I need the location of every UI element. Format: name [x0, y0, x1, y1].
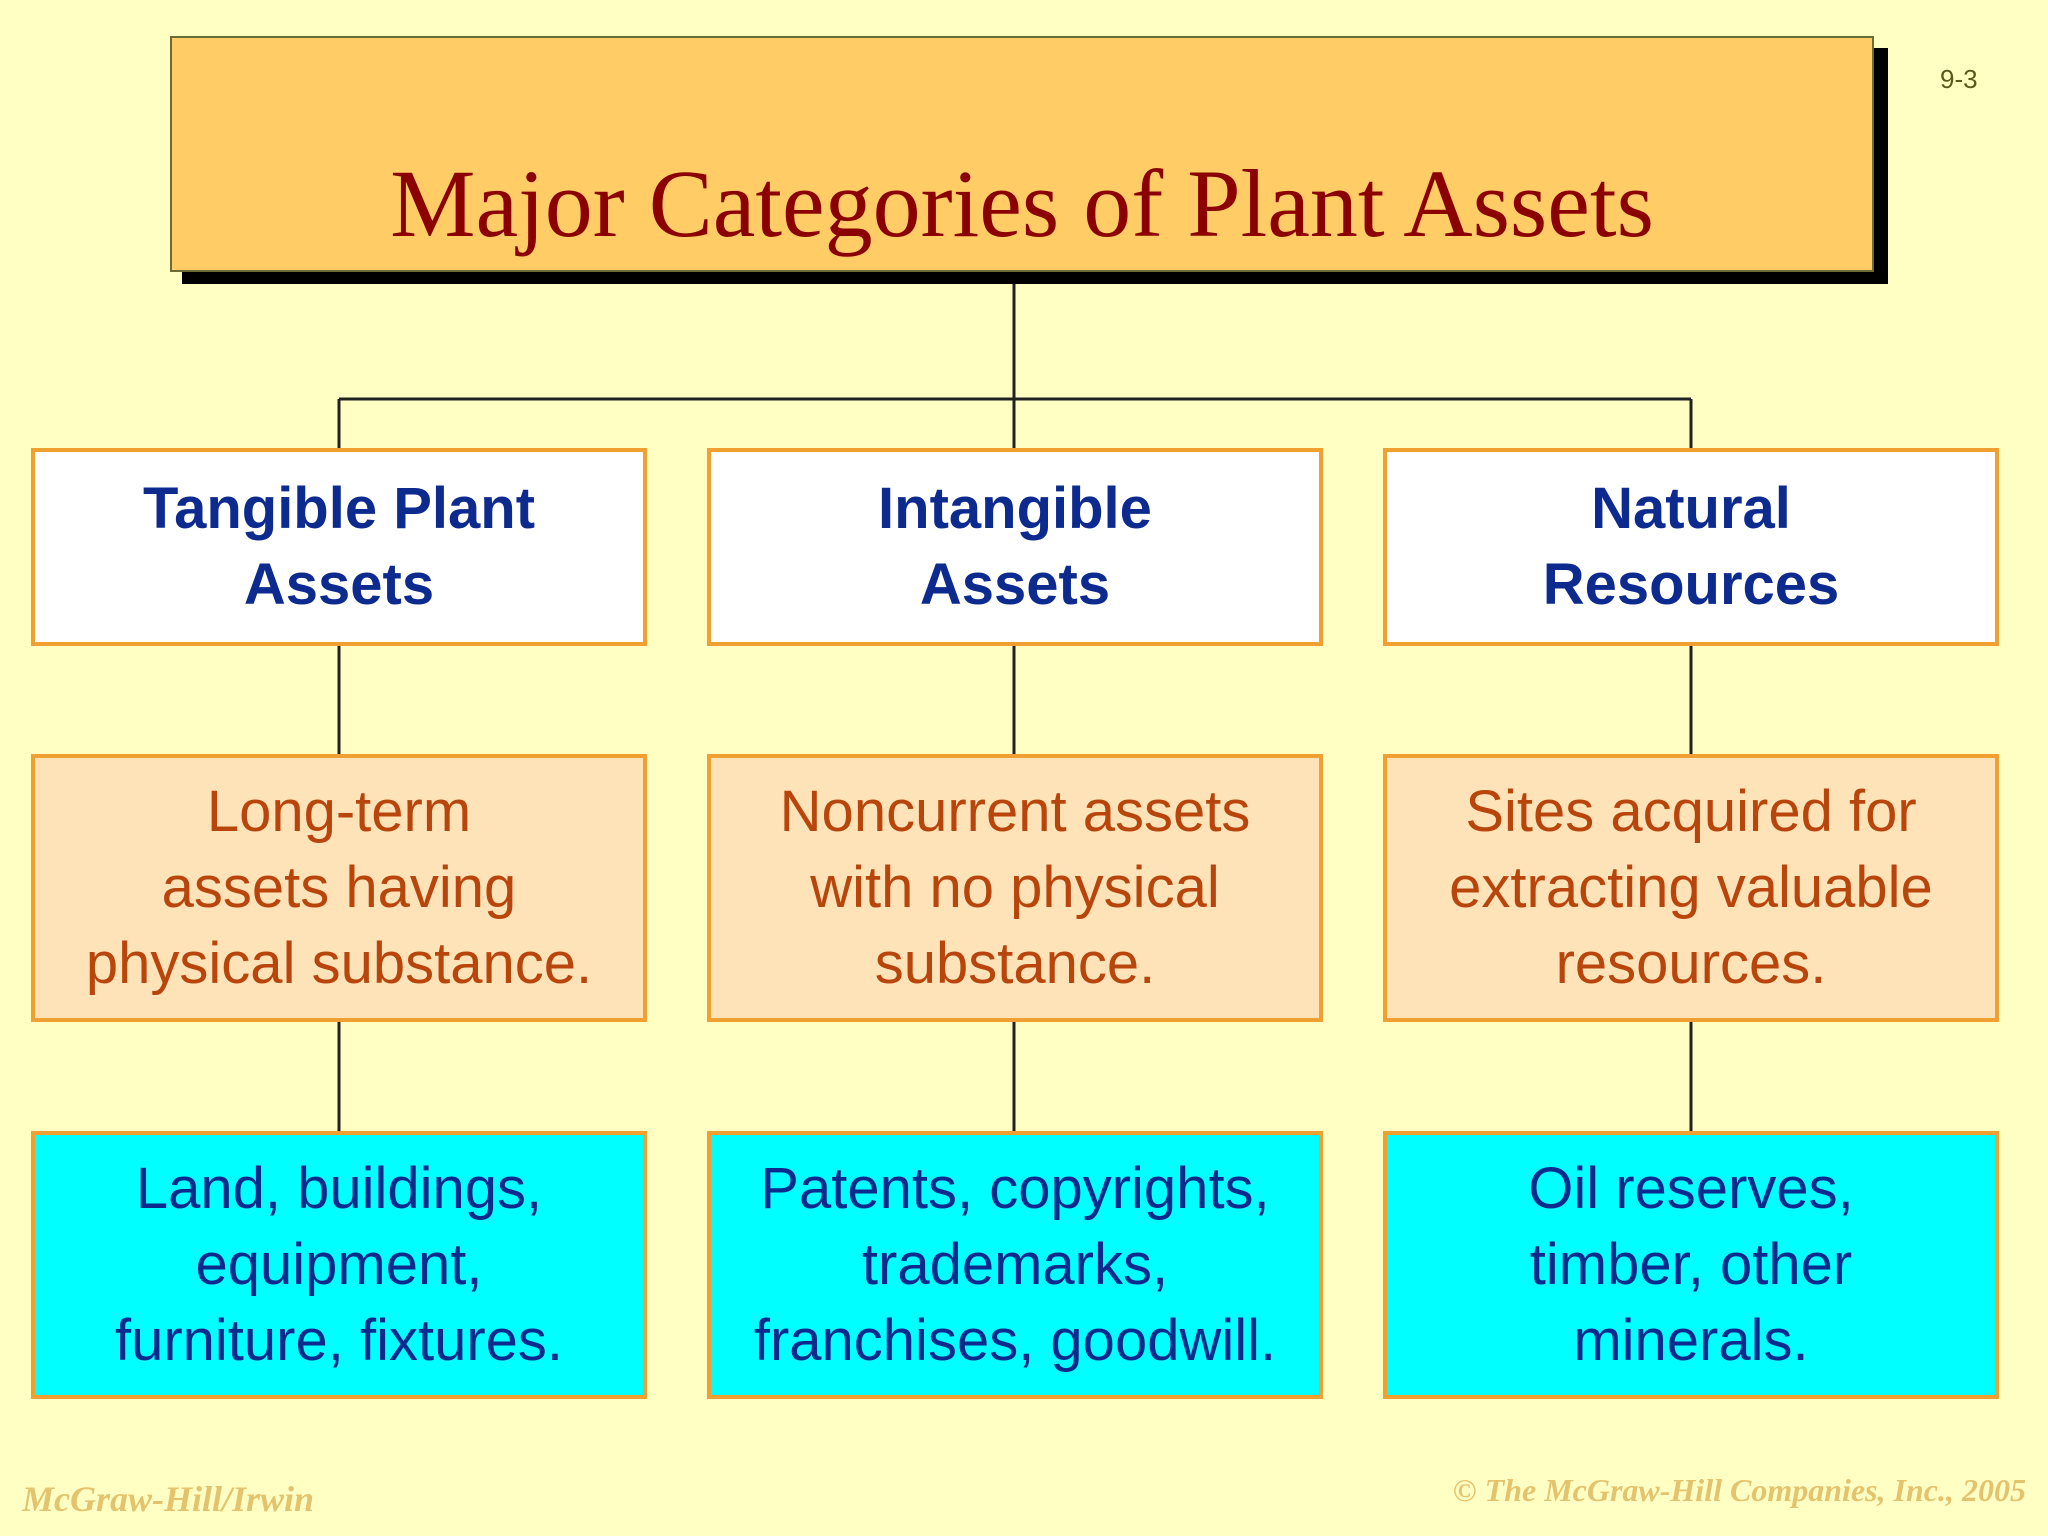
description-line: extracting valuable [1449, 855, 1933, 920]
example-line: Patents, copyrights, [760, 1156, 1270, 1221]
page-title: Major Categories of Plant Assets [390, 150, 1654, 257]
description-line: Sites acquired for [1465, 779, 1917, 844]
category-box-intangible: Intangible Assets [707, 448, 1323, 646]
description-line: Noncurrent assets [779, 779, 1251, 844]
description-box-natural: Sites acquired for extracting valuable r… [1383, 754, 1999, 1022]
category-box-tangible: Tangible Plant Assets [31, 448, 647, 646]
examples-box-intangible: Patents, copyrights, trademarks, franchi… [707, 1131, 1323, 1399]
footer-publisher: McGraw-Hill/Irwin [22, 1479, 315, 1519]
description-line: assets having [161, 855, 517, 920]
example-line: Oil reserves, [1528, 1156, 1854, 1221]
description-line: physical substance. [85, 931, 593, 996]
category-line: Tangible Plant [142, 476, 536, 541]
examples-box-natural: Oil reserves, timber, other minerals. [1383, 1131, 1999, 1399]
example-line: minerals. [1573, 1308, 1809, 1373]
description-line: Long-term [206, 779, 472, 844]
description-box-tangible: Long-term assets having physical substan… [31, 754, 647, 1022]
category-line: Natural [1591, 476, 1791, 541]
description-box-intangible: Noncurrent assets with no physical subst… [707, 754, 1323, 1022]
category-line: Intangible [878, 476, 1152, 541]
slide-number: 9-3 [1940, 64, 1978, 94]
example-line: timber, other [1529, 1232, 1853, 1297]
description-line: with no physical [810, 855, 1220, 920]
category-line: Assets [243, 552, 435, 617]
example-line: trademarks, [861, 1232, 1169, 1297]
examples-box-tangible: Land, buildings, equipment, furniture, f… [31, 1131, 647, 1399]
example-line: franchises, goodwill. [753, 1308, 1277, 1373]
example-line: Land, buildings, [135, 1156, 543, 1221]
example-line: furniture, fixtures. [114, 1308, 564, 1373]
title-box: Major Categories of Plant Assets [170, 36, 1874, 272]
description-line: resources. [1555, 931, 1827, 996]
category-line: Assets [919, 552, 1111, 617]
category-box-natural: Natural Resources [1383, 448, 1999, 646]
description-line: substance. [874, 931, 1156, 996]
category-line: Resources [1542, 552, 1840, 617]
example-line: equipment, [195, 1232, 483, 1297]
footer-copyright: © The McGraw-Hill Companies, Inc., 2005 [1452, 1472, 2026, 1508]
